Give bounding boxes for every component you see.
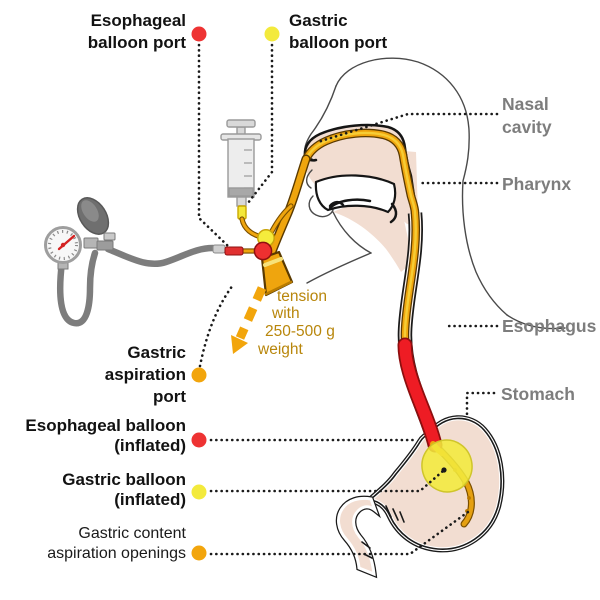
neck-front-line [306,252,372,284]
label-esophageal-balloon-inflated-line2: (inflated) [114,436,186,455]
gauge-loop-tube [56,249,99,327]
tension-arrow-shaft [235,286,267,340]
valve-assembly [83,232,116,251]
syringe-neck [236,196,247,207]
label-esophagus: Esophagus [502,316,597,336]
syringe [220,119,262,220]
label-esophageal-balloon-inflated-line1: Esophageal balloon [25,416,186,435]
tension-note-line4: weight [257,341,303,358]
tongue-curl [328,200,345,208]
esophageal-balloon-port-dot [191,26,207,42]
red-connector [224,246,244,256]
stomach-outline-inner [368,417,502,550]
tension-note-line2: with [271,305,300,322]
head-dome-line [335,57,508,316]
label-nasal-cavity-line2: cavity [502,117,552,137]
label-gastric-aspiration-port-line1: Gastric [127,343,186,362]
label-aspiration-openings-line2: aspiration openings [47,545,186,562]
lips-line [305,169,313,189]
leader-gastric-balloon-inflated [209,469,445,493]
label-gastric-aspiration-port-line2: aspiration [105,365,186,384]
gauge-needle-hub [60,242,66,248]
leader-lines [197,43,499,556]
label-esophageal-balloon-port-line2: balloon port [88,33,187,52]
leader-nasal-cavity [316,112,499,144]
tension-annotation: tension with 250-500 g weight [231,286,335,358]
external-tube [260,154,311,297]
funnel-mouth-line [264,280,293,296]
gauge-needle [57,234,76,251]
esophageal-balloon-port-valve [253,241,273,261]
syringe-seal-band [228,187,254,197]
port-loop-tube [270,204,293,233]
tension-note-line3: 250-500 g [265,323,335,340]
label-gastric-balloon-inflated-line2: (inflated) [114,490,186,509]
label-gastric-balloon-port-line2: balloon port [289,33,388,52]
external-tube-fill [266,155,310,261]
tube-end-connector [212,244,226,254]
gauge-ticks [48,230,78,260]
label-gastric-aspiration-port-line3: port [153,387,186,406]
callout-dots [191,26,280,561]
esophageal-balloon-fill [399,339,441,451]
aspiration-openings-dot [191,545,207,561]
leader-gastric-aspiration-port [198,283,235,368]
esophageal-balloon-inflated-dot [191,432,207,448]
label-stomach: Stomach [501,384,575,404]
device-to-catheter-tube [104,244,217,268]
chin-line [308,195,334,218]
epiglottis-line [389,202,398,224]
label-aspiration-openings-line1: Gastric content [78,525,186,542]
tongue-line [328,198,372,210]
syringe-plunger-handle [226,119,256,128]
gastric-balloon-port-dot [264,26,280,42]
label-gastric-balloon-port-line1: Gastric [289,11,348,30]
aspiration-opening-dot [467,496,471,500]
shoulder-line [506,314,566,330]
label-esophageal-balloon-port-line1: Esophageal [91,11,186,30]
label-pharynx: Pharynx [502,174,571,194]
pressure-device [44,197,244,327]
label-gastric-balloon-inflated-line1: Gastric balloon [62,470,186,489]
stomach-region [335,415,505,579]
mouth-cavity [314,174,397,214]
gastric-balloon-inflated-dot [191,484,207,500]
leader-gastric-balloon-port [246,43,274,205]
leader-esophageal-balloon-port [197,43,230,248]
gastric-aspiration-port-dot [191,367,207,383]
inflation-bulb-highlight [81,200,99,222]
funnel-band [263,257,283,267]
anatomy-labels: Nasal cavity Pharynx Esophagus Stomach [501,94,597,404]
jaw-line [332,211,372,254]
jaw-shading-region [333,191,413,272]
leader-stomach [465,391,496,420]
tension-arrow-head [231,335,248,354]
face-outline [304,57,566,330]
callout-labels: Esophageal balloon port Gastric balloon … [25,11,387,562]
tension-note-line1: tension [277,288,327,305]
label-nasal-cavity-line1: Nasal [502,94,549,114]
nasal-cavity-region [304,125,415,224]
